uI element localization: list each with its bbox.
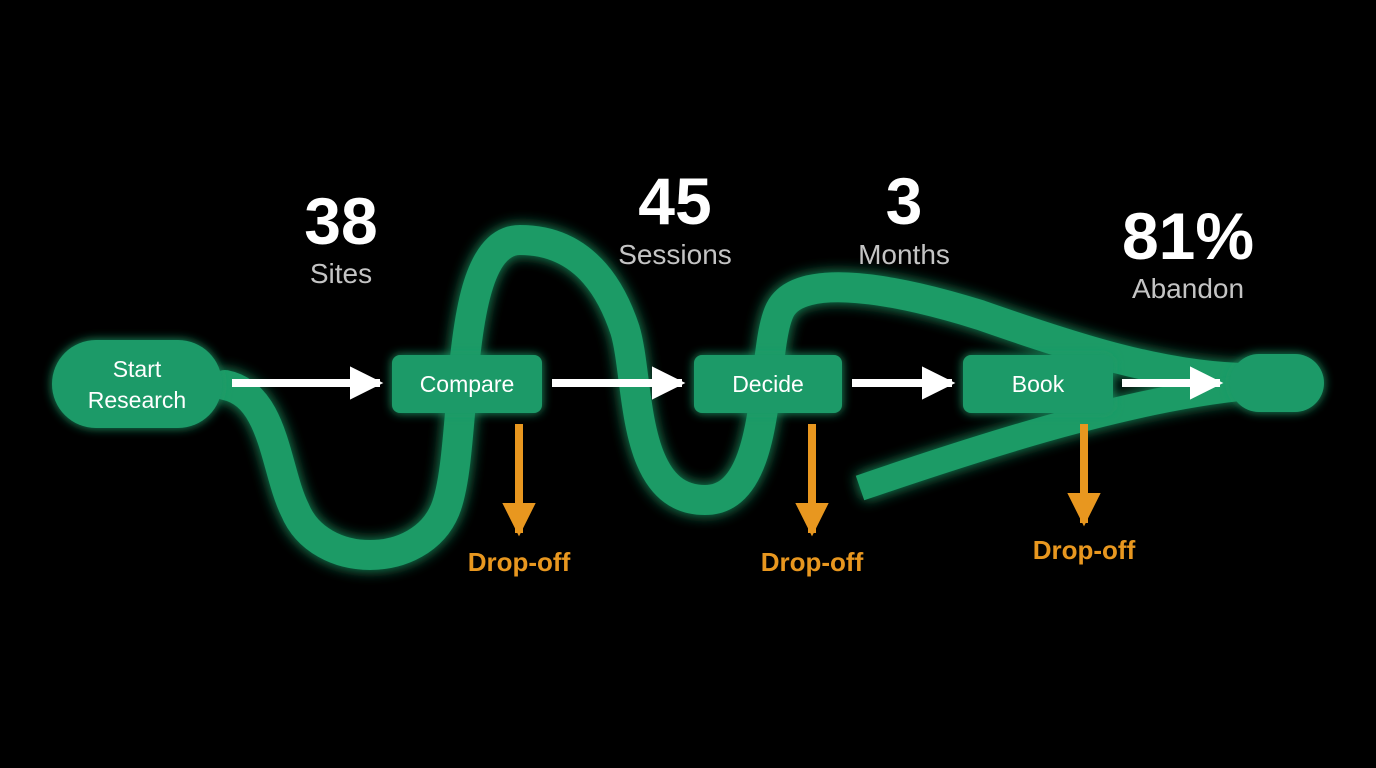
stat-sessions-label: Sessions [618, 239, 732, 270]
dropoff-arrows [502, 424, 1101, 537]
node-start-research: Start Research [52, 340, 222, 428]
stat-sessions-value: 45 [638, 164, 711, 238]
dropoff-label-decide: Drop-off [761, 547, 864, 577]
node-start-research-label-line2: Research [88, 387, 186, 413]
stat-months-label: Months [858, 239, 950, 270]
stat-abandon-value: 81% [1122, 199, 1254, 273]
dropoff-label-book: Drop-off [1033, 535, 1136, 565]
node-decide-shape [694, 355, 842, 413]
winding-path-main [210, 225, 1255, 570]
stat-abandon: 81% Abandon [1122, 199, 1254, 304]
node-decide: Decide [694, 355, 842, 413]
node-compare-label: Compare [420, 371, 515, 397]
dropoff-label-compare: Drop-off [468, 547, 571, 577]
node-end [1230, 354, 1324, 412]
stat-sites: 38 Sites [304, 184, 377, 289]
stat-months-value: 3 [886, 164, 923, 238]
stat-abandon-label: Abandon [1132, 273, 1244, 304]
stat-sites-label: Sites [310, 258, 372, 289]
stat-sites-value: 38 [304, 184, 377, 258]
stats: 38 Sites 45 Sessions 3 Months 81% Abando… [304, 164, 1254, 304]
node-compare-shape [392, 355, 542, 413]
node-decide-label: Decide [732, 371, 804, 397]
node-compare: Compare [392, 355, 542, 413]
node-book: Book [963, 355, 1113, 413]
node-book-label: Book [1012, 371, 1065, 397]
node-start-research-label-line1: Start [113, 356, 162, 382]
stat-months: 3 Months [858, 164, 950, 270]
stat-sessions: 45 Sessions [618, 164, 732, 270]
stage-nodes: Start Research Compare Decide Book [52, 340, 1324, 428]
node-start-research-shape [52, 340, 222, 428]
node-end-shape [1230, 354, 1324, 412]
dropoff-labels: Drop-off Drop-off Drop-off [468, 535, 1136, 577]
node-book-shape [963, 355, 1113, 413]
